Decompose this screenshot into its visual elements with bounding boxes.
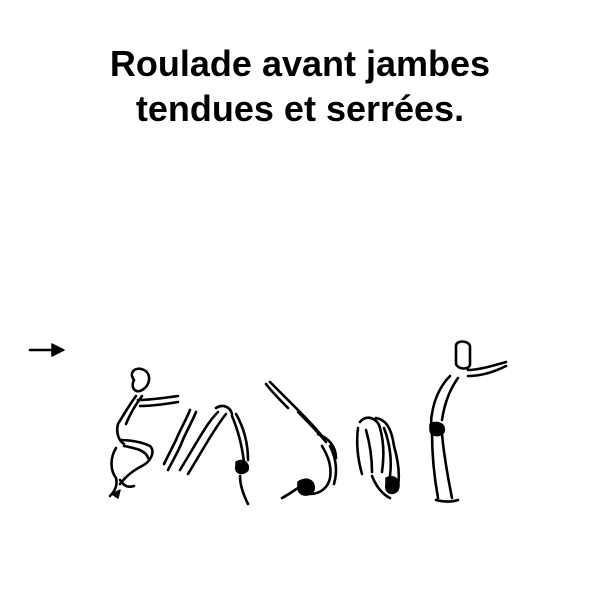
gymnast-crouch-figure [108, 367, 180, 499]
title-line-1: Roulade avant jambes [109, 43, 491, 84]
gymnast-rising-figure [355, 416, 401, 500]
title-line-2: tendues et serrées. [135, 88, 465, 129]
gymnast-roll-figure [264, 380, 338, 500]
gymnast-standing-figure [429, 340, 508, 503]
right-arrow-icon [28, 343, 65, 357]
gymnast-pike-figure [162, 404, 250, 506]
